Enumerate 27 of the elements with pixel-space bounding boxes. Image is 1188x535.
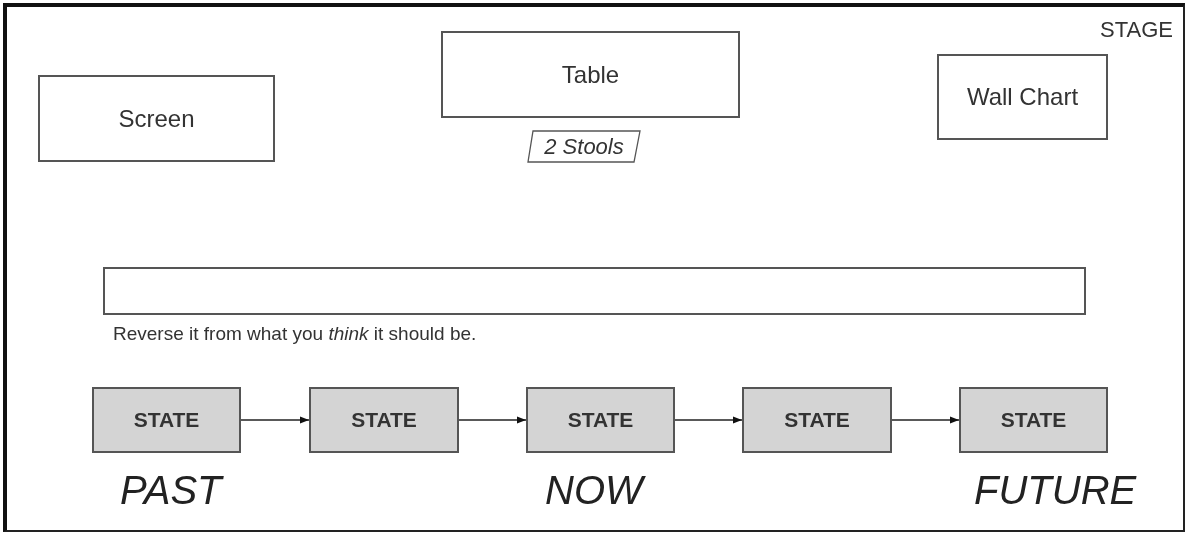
state-box xyxy=(526,387,675,453)
item-label: Table xyxy=(561,60,620,89)
bar-caption: Reverse it from what you think it should be. xyxy=(113,323,477,345)
arrow xyxy=(240,416,310,424)
item-label: Screen xyxy=(118,104,195,133)
state-box xyxy=(92,387,241,453)
state-box xyxy=(309,387,459,453)
state-label: STATE xyxy=(567,408,634,432)
arrow xyxy=(458,416,527,424)
state-box xyxy=(959,387,1108,453)
state-label: STATE xyxy=(1000,408,1067,432)
item-box xyxy=(38,75,275,162)
arrow xyxy=(891,416,960,424)
state-label: STATE xyxy=(784,408,850,432)
stools-tag xyxy=(527,130,641,163)
item-box xyxy=(937,54,1108,140)
stage-outline xyxy=(3,3,1185,532)
stools-text: 2 Stools xyxy=(544,133,624,160)
item-box xyxy=(441,31,740,118)
item-label: Wall Chart xyxy=(966,83,1079,111)
state-label: STATE xyxy=(351,408,417,432)
arrow xyxy=(674,416,743,424)
time-label: FUTURE xyxy=(974,468,1137,513)
time-label: PAST xyxy=(120,468,222,513)
state-label: STATE xyxy=(133,408,200,432)
stage-label: STAGE xyxy=(1100,17,1173,43)
state-box xyxy=(742,387,892,453)
